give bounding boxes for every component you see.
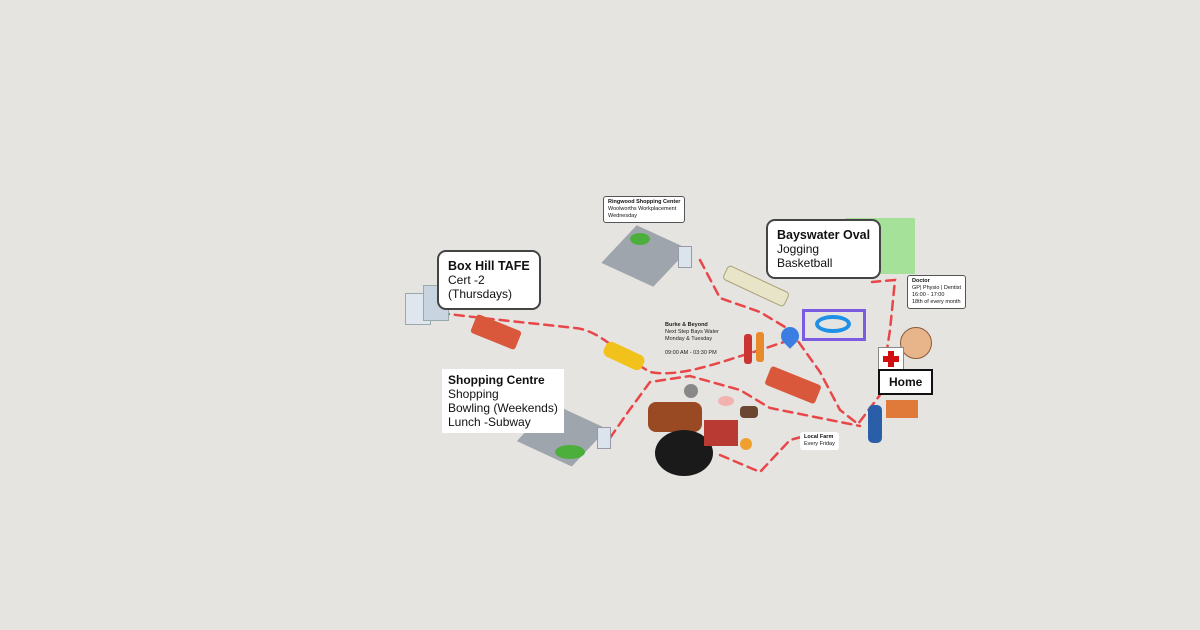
shopping-centre-city-block-icon — [515, 403, 615, 470]
highlight-box[interactable] — [802, 309, 866, 341]
cow-icon — [648, 402, 702, 432]
box-hill-tafe-label: Box Hill TAFE Cert -2 (Thursdays) — [437, 250, 541, 310]
chicken-icon — [740, 438, 752, 450]
horse-icon — [740, 406, 758, 418]
home-label: Home — [878, 369, 934, 395]
route-farm-bottom — [718, 430, 822, 474]
doctor-icon — [900, 327, 932, 359]
logo-icon — [815, 315, 851, 333]
local-farm-label: Local Farm Every Friday — [800, 432, 839, 450]
house-icon — [886, 400, 918, 418]
route-ringwood-to-home — [698, 258, 897, 426]
goat-icon — [684, 384, 698, 398]
ringwood-city-block-icon — [600, 225, 696, 288]
route-boxhill-to-centre — [438, 311, 792, 375]
walking-person-icon — [868, 405, 882, 443]
barn-icon — [704, 420, 738, 446]
burke-beyond-label: Burke & Beyond Next Step Bays Water Mond… — [665, 322, 719, 356]
medical-cross-icon — [878, 347, 904, 371]
pig-icon — [718, 396, 734, 406]
bayswater-oval-label: Bayswater Oval Jogging Basketball — [766, 219, 882, 279]
route-farm-loop — [608, 374, 862, 440]
shopping-centre-label: Shopping Centre Shopping Bowling (Weeken… — [442, 369, 564, 433]
turkey-icon — [655, 430, 713, 476]
ringwood-label: Ringwood Shopping Center Woolworths Work… — [603, 196, 686, 223]
people-icon — [742, 330, 768, 372]
doctor-label: Doctor GP| Physio | Dentist 16:00 - 17:0… — [907, 275, 967, 309]
